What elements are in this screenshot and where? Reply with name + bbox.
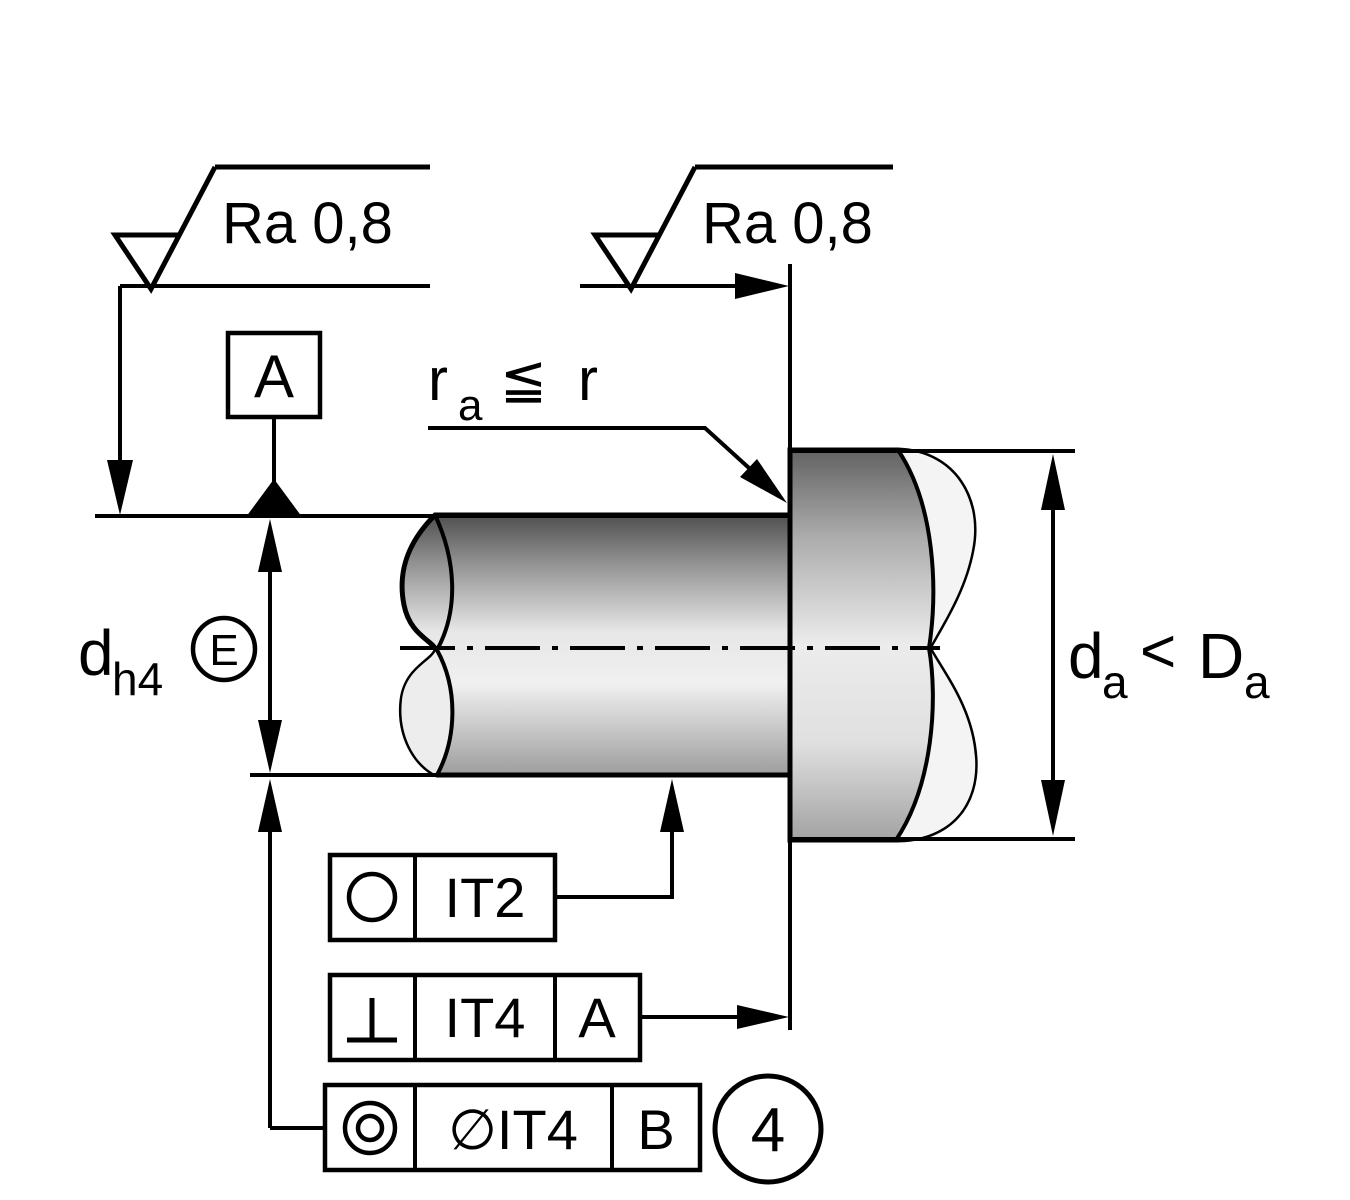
dimension-d-h4: d h4 E <box>78 519 282 773</box>
balloon-circle <box>712 1073 824 1185</box>
circularity-tolerance: IT2 <box>445 866 526 929</box>
fcf-box <box>327 852 558 943</box>
fcf-perpendicularity: IT4 A <box>327 972 789 1063</box>
surface-finish-right-label: Ra 0,8 <box>702 191 873 256</box>
da-sub: a <box>1102 656 1128 708</box>
envelope-label: E <box>209 626 238 675</box>
arrowhead <box>107 460 133 515</box>
surface-finish-left-label: Ra 0,8 <box>222 191 393 256</box>
shoulder-break-highlight-bottom <box>896 648 976 840</box>
leader-line <box>428 426 762 480</box>
leader-line <box>555 825 674 899</box>
envelope-icon <box>190 615 258 683</box>
arrowhead <box>258 720 282 773</box>
perpendicularity-icon <box>347 998 397 1043</box>
concentricity-datum: B <box>637 1098 674 1161</box>
radius-sub: a <box>458 381 483 430</box>
radius-r1: r <box>428 346 448 413</box>
arrowhead <box>258 779 282 832</box>
shaft-break-highlight <box>401 650 452 775</box>
da-D: D <box>1198 620 1244 692</box>
radius-r2: r <box>578 346 598 413</box>
concentricity-tolerance: ∅IT4 <box>448 1098 578 1161</box>
arrowhead <box>737 1005 789 1029</box>
concentricity-icon <box>342 1100 398 1156</box>
radius-note: r a ≦ r <box>428 346 787 503</box>
da-op: < <box>1140 617 1176 686</box>
arrowhead <box>1041 780 1065 836</box>
datum-triangle-icon <box>246 479 302 517</box>
dimension-da: d a < D a <box>1041 454 1270 836</box>
surface-finish-left: Ra 0,8 <box>107 164 430 515</box>
fcf-box <box>322 1082 703 1173</box>
shaft-outline <box>398 512 793 778</box>
circularity-icon <box>346 871 398 923</box>
fcf-circularity: IT2 <box>327 779 684 943</box>
fcf-box <box>327 972 643 1063</box>
surface-finish-icon <box>110 165 218 294</box>
fcf-concentricity: ∅IT4 B <box>258 779 703 1173</box>
surface-finish-right: Ra 0,8 <box>580 164 893 299</box>
perpendicularity-tolerance: IT4 <box>445 986 526 1049</box>
perpendicularity-datum: A <box>578 986 616 1049</box>
shoulder-break-highlight-top <box>898 450 975 648</box>
shaft <box>398 512 793 778</box>
arrowhead <box>258 519 282 572</box>
arrowhead <box>740 459 787 503</box>
dim-d-sub: h4 <box>112 653 163 705</box>
surface-finish-icon <box>590 165 698 294</box>
datum-a-label: A <box>254 343 294 410</box>
balloon-4: 4 <box>712 1073 824 1185</box>
da-D-sub: a <box>1244 656 1270 708</box>
radius-op: ≦ <box>500 347 547 410</box>
arrowhead <box>735 273 789 299</box>
arrowhead <box>1041 454 1065 510</box>
arrowhead <box>660 779 684 832</box>
shoulder <box>787 447 978 843</box>
datum-a-flag: A <box>225 330 323 517</box>
balloon-label: 4 <box>751 1096 785 1165</box>
dim-d: d <box>78 617 114 689</box>
da-d: d <box>1068 620 1104 692</box>
